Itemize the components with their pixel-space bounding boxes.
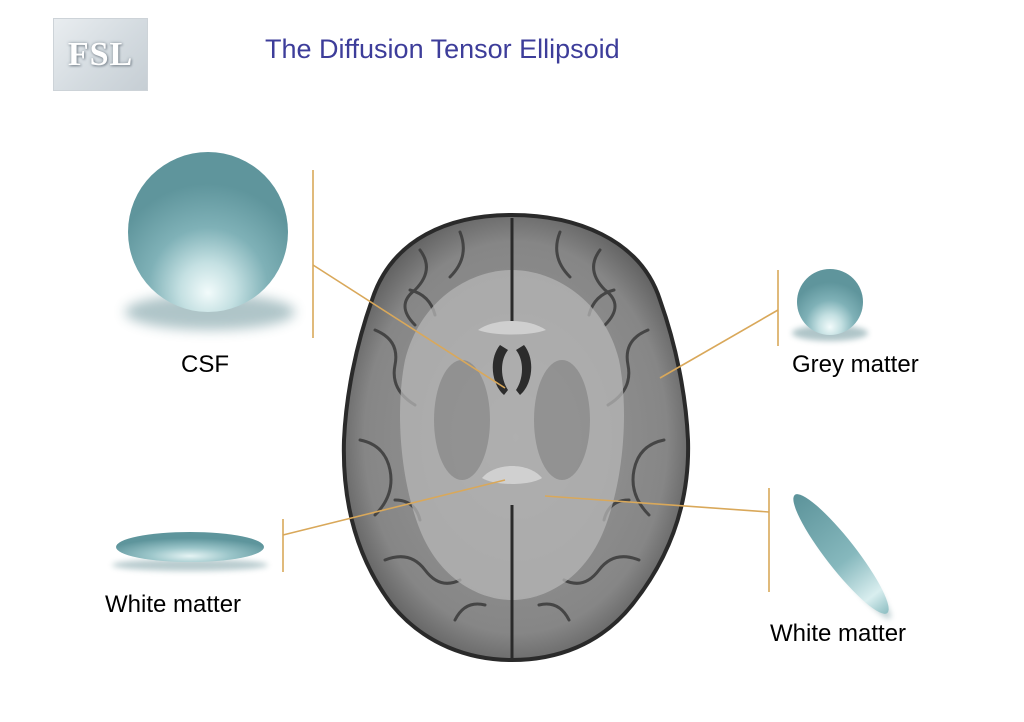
white-matter-disc-ellipsoid [112, 532, 268, 571]
csf-label: CSF [181, 351, 229, 378]
white-matter-cigar-ellipsoid [793, 494, 892, 620]
fsl-logo-text: FSL [67, 35, 134, 73]
page-title: The Diffusion Tensor Ellipsoid [265, 34, 620, 64]
csf-sphere-ellipsoid [125, 152, 295, 330]
wm-right-pointer [544, 495, 770, 513]
grey-matter-label: Grey matter [792, 351, 919, 378]
brain-mri-slice [341, 212, 691, 663]
fsl-logo: FSL [53, 18, 148, 91]
white-matter-left-label: White matter [105, 591, 242, 618]
grey-matter-sphere-ellipsoid [792, 269, 868, 341]
wm-left-pointer [282, 479, 506, 536]
leader-lines [282, 170, 779, 592]
csf-pointer [312, 264, 506, 389]
white-matter-right-label: White matter [770, 620, 907, 647]
grey-pointer [659, 309, 779, 379]
